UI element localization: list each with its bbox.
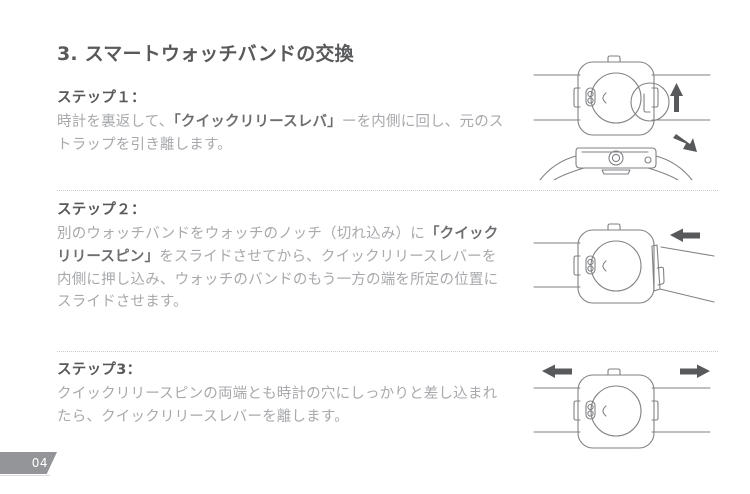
right-band-outline xyxy=(651,74,711,121)
section-divider-2 xyxy=(57,351,718,352)
right-band-outline xyxy=(651,387,711,433)
right-band-angled-outline xyxy=(651,244,715,303)
watch-back-with-quick-release-lever-svg xyxy=(533,55,711,181)
step-section-3: ステップ3： クイックリリースピンの両端とも時計の穴にしっかりと差し込まれたら、… xyxy=(57,360,509,429)
illustration-step-1 xyxy=(524,52,730,184)
watch-with-angled-band-svg xyxy=(533,223,715,304)
left-band-outline xyxy=(533,74,581,121)
illustration-step-3 xyxy=(524,358,730,466)
watch-side-view xyxy=(539,147,693,181)
watch-body-back xyxy=(577,223,655,304)
step-3-body: クイックリリースピンの両端とも時計の穴にしっかりと差し込まれたら、クイックリリー… xyxy=(57,385,498,425)
step-section-1: ステップ１： 時計を裏返して、「クイックリリースレバ」ーを内側に回し、元のストラ… xyxy=(57,88,509,157)
step-section-2: ステップ２： 別のウォッチバンドをウォッチのノッチ（切れ込み）に「クイックリリー… xyxy=(57,200,509,314)
magnifier-detail-circle xyxy=(630,82,670,122)
arrow-left-icon xyxy=(542,364,572,378)
step-3-label: ステップ3： xyxy=(57,362,142,378)
step-1-body: 時計を裏返して、「クイックリリースレバ」ーを内側に回し、元のストラップを引き離し… xyxy=(57,113,504,153)
emphasized-term: 「クイックリリースピン」 xyxy=(57,225,499,265)
arrow-down-right-icon xyxy=(673,134,697,152)
illustration-step-2 xyxy=(524,213,730,321)
section-divider-1 xyxy=(57,190,718,191)
page-title: 3. スマートウォッチバンドの交換 xyxy=(57,43,354,65)
page-number-badge: 04 xyxy=(0,452,57,474)
step-2-body: 別のウォッチバンドをウォッチのノッチ（切れ込み）に「クイックリリースピン」をスラ… xyxy=(57,225,499,311)
step-2-label: ステップ２： xyxy=(57,202,146,218)
watch-body-back xyxy=(577,368,655,449)
step-1-label: ステップ１： xyxy=(57,90,146,106)
emphasized-term: 「クイックリリースレバ」 xyxy=(173,113,342,130)
arrow-up-icon xyxy=(670,83,683,112)
page-badge-underline xyxy=(0,475,50,476)
watch-body-back xyxy=(577,55,655,136)
arrow-left-icon xyxy=(670,228,700,242)
left-band-outline xyxy=(533,387,581,433)
watch-with-both-bands-attached-svg xyxy=(533,364,711,449)
arrow-right-icon xyxy=(680,364,710,378)
left-band-outline xyxy=(533,242,581,288)
title-area: 3. スマートウォッチバンドの交換 xyxy=(57,42,507,79)
